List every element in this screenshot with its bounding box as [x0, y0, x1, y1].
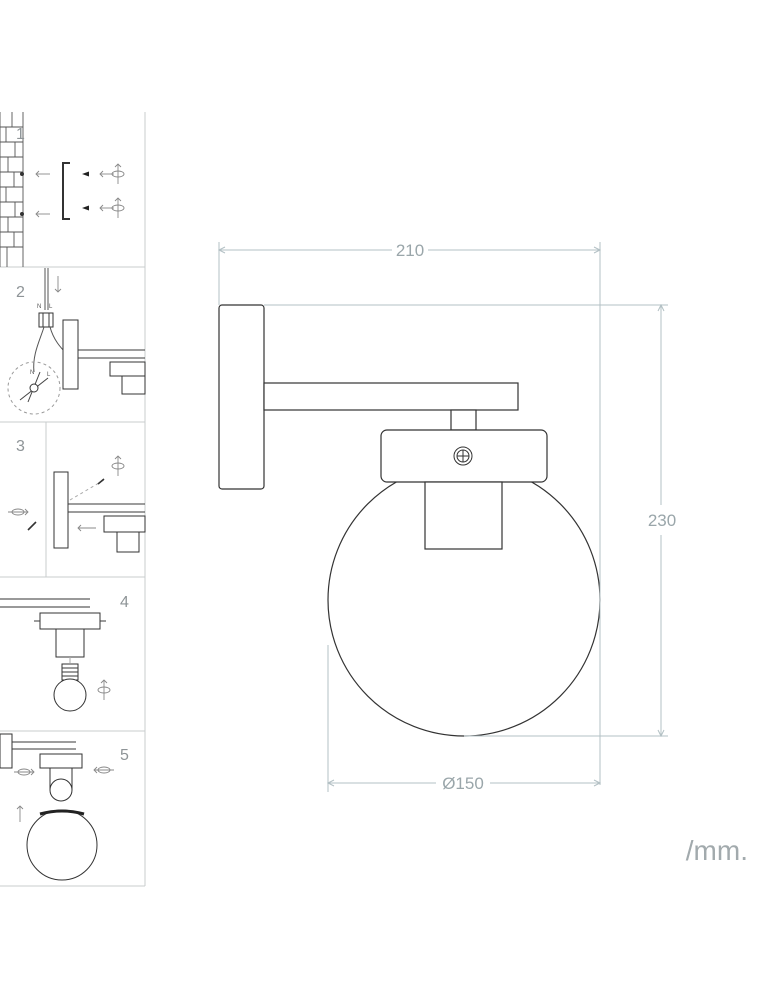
- dimension-lines: [217, 242, 668, 792]
- wire-lead: [33, 326, 45, 373]
- step-2-illustration: N L N L: [7, 268, 146, 415]
- height-dimension-label: 230: [648, 511, 676, 530]
- support-arm: [263, 382, 519, 411]
- lamp-holder-cap: [39, 612, 101, 630]
- wire-label-n: N: [30, 370, 34, 376]
- units-label: /mm.: [686, 835, 748, 866]
- step-number-2: 2: [16, 284, 25, 301]
- step-5-illustration: [0, 733, 114, 881]
- arm-stem: [450, 409, 477, 431]
- wire-label-n: N: [37, 304, 41, 310]
- wall-base-plate: [218, 304, 265, 490]
- screw-icon: [97, 478, 105, 485]
- terminal-block: [38, 312, 54, 328]
- lamp-holder-cap: [39, 753, 83, 769]
- rotate-icon: [111, 455, 125, 476]
- lamp-socket: [424, 481, 503, 550]
- step-3-illustration: [8, 455, 146, 553]
- lamp-technical-drawing: [218, 304, 601, 737]
- rotate-icon: [8, 508, 29, 516]
- arrow-left-icon: [35, 170, 50, 218]
- brick-wall: [0, 112, 24, 267]
- rotate-icon: [97, 679, 111, 700]
- wall-plate: [0, 733, 13, 769]
- arrow-down-icon: [54, 276, 62, 293]
- connector-icon: [29, 383, 39, 393]
- step-number-1: 1: [16, 126, 25, 143]
- rotate-icon: [111, 163, 125, 218]
- light-bulb: [53, 678, 87, 712]
- lamp-socket: [55, 628, 85, 658]
- step-number-4: 4: [120, 594, 129, 611]
- diameter-dimension-label: Ø150: [442, 774, 484, 793]
- width-dimension-label: 210: [396, 241, 424, 260]
- glass-globe: [26, 809, 98, 881]
- screw-icon: [27, 521, 37, 531]
- screw-icon: [453, 446, 473, 466]
- arrow-left-icon: [77, 524, 96, 532]
- light-bulb: [49, 778, 73, 802]
- wall-plate: [53, 471, 69, 549]
- mounting-bracket: [62, 162, 70, 220]
- globe-neck: [39, 809, 85, 816]
- installation-steps-panel: N L N L: [0, 112, 146, 887]
- wire-label-l: L: [49, 304, 53, 310]
- step-4-illustration: [0, 598, 111, 712]
- step-number-3: 3: [16, 438, 25, 455]
- detail-zoom-circle: [7, 361, 61, 415]
- rotate-icon: [14, 766, 114, 776]
- screw-icon: [82, 171, 89, 211]
- arrow-left-icon: [99, 170, 114, 212]
- step-1-illustration: [0, 112, 125, 267]
- step-number-5: 5: [120, 747, 129, 764]
- wall-plate: [62, 319, 79, 390]
- arrow-up-icon: [16, 805, 24, 822]
- wire-label-l: L: [47, 372, 51, 378]
